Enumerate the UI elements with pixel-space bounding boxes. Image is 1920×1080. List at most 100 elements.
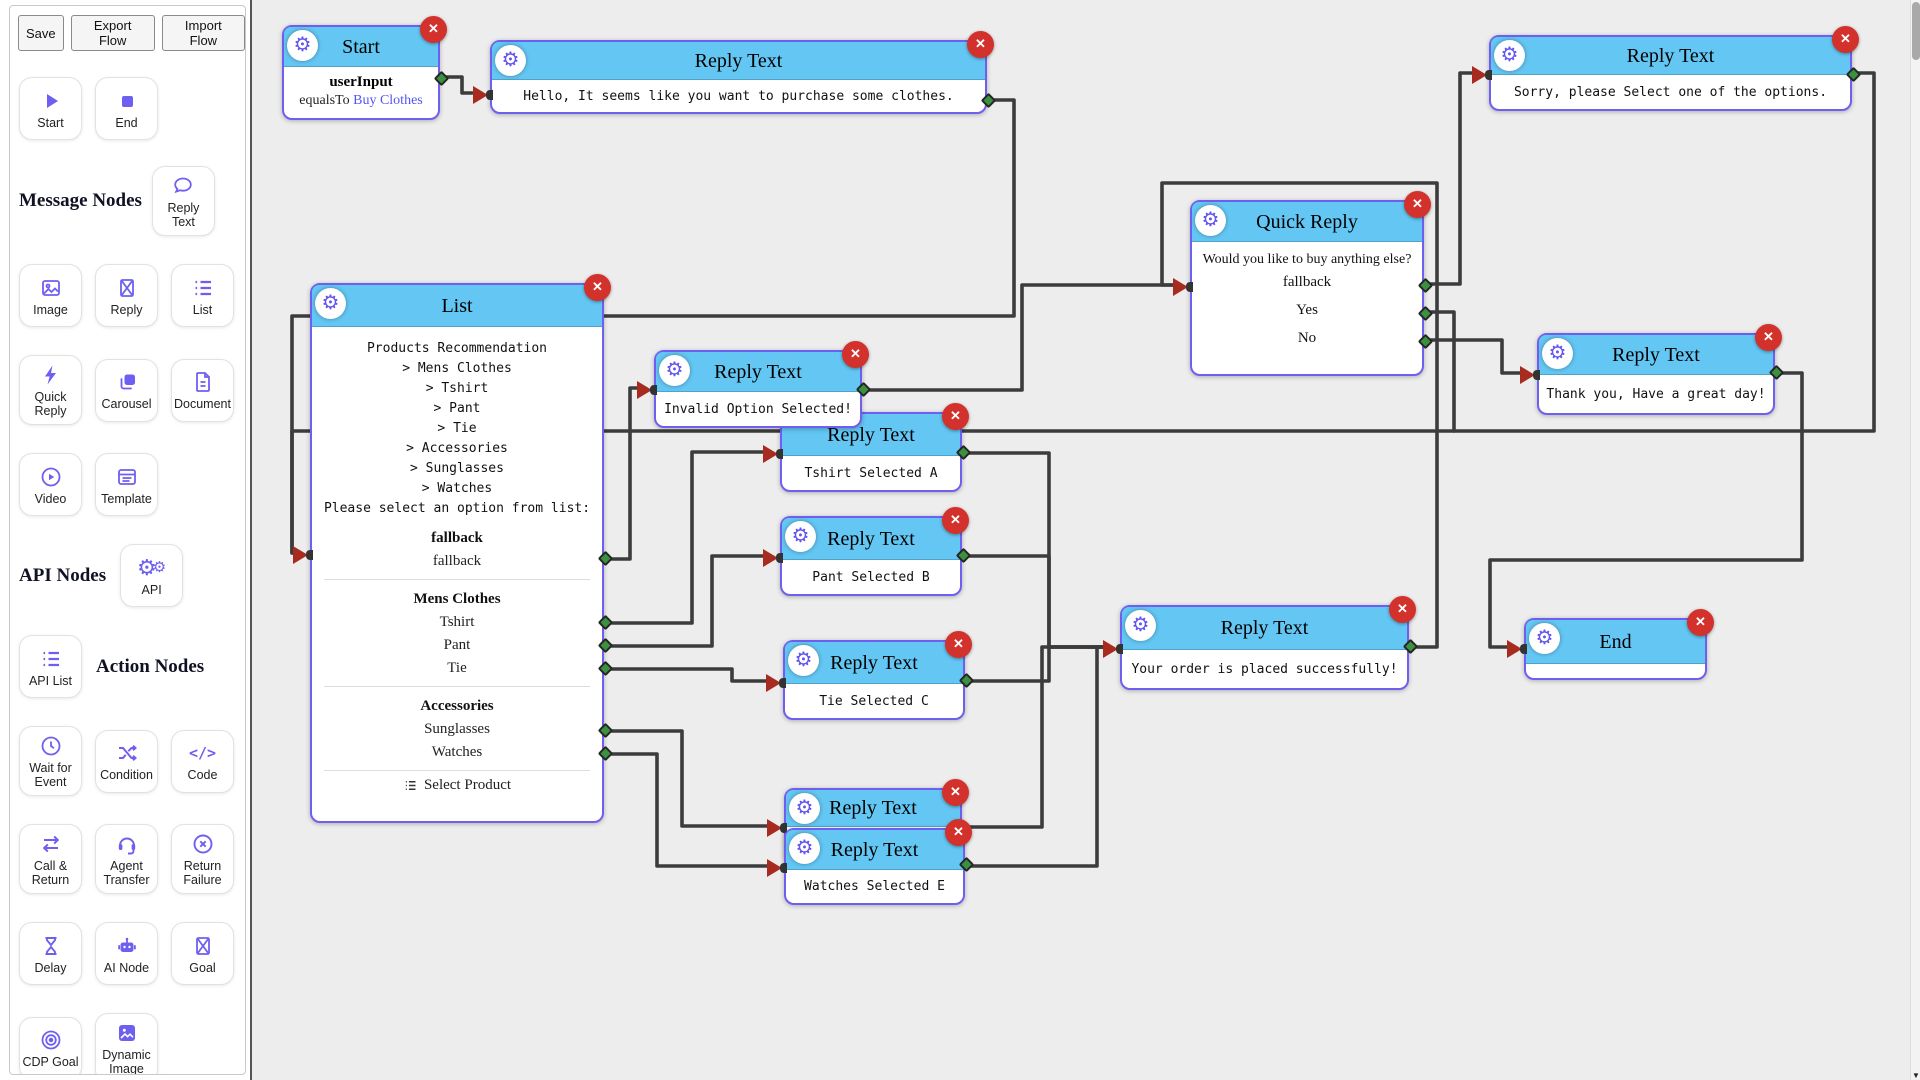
node-reply-pant[interactable]: ⚙ ✕ Reply Text Pant Selected B	[763, 507, 972, 596]
reply-text: Tshirt Selected A	[804, 465, 938, 481]
flow-canvas[interactable]: ⚙ ✕ Start userInput equalsTo Buy Clothes…	[250, 0, 1920, 1080]
close-icon[interactable]: ✕	[945, 819, 972, 846]
gear-icon[interactable]: ⚙	[1494, 40, 1525, 71]
target-handle[interactable]	[763, 549, 783, 567]
node-quick-reply[interactable]: ⚙ ✕ Quick Reply Would you like to buy an…	[1173, 191, 1434, 376]
palette-item-api[interactable]: ⚙⚙ API	[120, 544, 184, 607]
target-handle[interactable]	[763, 445, 783, 463]
gear-icon[interactable]: ⚙	[1125, 610, 1156, 641]
node-reply-sorry[interactable]: ⚙ ✕ Reply Text Sorry, please Select one …	[1472, 26, 1862, 111]
gear-glyph: ⚙	[137, 554, 157, 580]
target-handle[interactable]	[1103, 640, 1123, 658]
target-handle[interactable]	[473, 86, 493, 104]
close-icon[interactable]: ✕	[1832, 26, 1859, 53]
node-reply-sunglasses[interactable]: ⚙ ✕ Reply Text	[767, 779, 972, 864]
edge	[610, 554, 766, 648]
scrollbar-thumb[interactable]	[1912, 2, 1920, 60]
close-icon[interactable]: ✕	[1687, 609, 1714, 636]
palette-item-carousel[interactable]: Carousel	[95, 358, 158, 422]
vertical-scrollbar[interactable]: ▼	[1910, 0, 1920, 1080]
edge	[868, 283, 1176, 392]
close-icon[interactable]: ✕	[420, 16, 447, 43]
palette-item-agent-transfer[interactable]: Agent Transfer	[95, 824, 158, 894]
target-handle[interactable]	[767, 859, 787, 877]
palette-item-condition[interactable]: Condition	[95, 729, 158, 793]
import-flow-button[interactable]: Import Flow	[161, 15, 245, 51]
gear-icon[interactable]: ⚙	[789, 793, 820, 824]
close-icon[interactable]: ✕	[842, 341, 869, 368]
target-handle[interactable]	[1507, 640, 1527, 658]
export-flow-button[interactable]: Export Flow	[70, 15, 155, 51]
palette-item-return-failure[interactable]: Return Failure	[171, 824, 234, 894]
node-reply-invalid[interactable]: ⚙ ✕ Reply Text Invalid Option Selected!	[637, 341, 872, 428]
node-reply-thank-you[interactable]: ⚙ ✕ Reply Text Thank you, Have a great d…	[1520, 324, 1785, 415]
divider	[324, 770, 590, 771]
close-icon[interactable]: ✕	[1755, 324, 1782, 351]
close-icon[interactable]: ✕	[584, 274, 611, 301]
target-handle[interactable]	[293, 546, 313, 564]
palette-item-quick-reply[interactable]: Quick Reply	[19, 355, 82, 425]
target-handle[interactable]	[767, 819, 787, 837]
target-handle[interactable]	[1472, 66, 1492, 84]
palette-item-cdp-goal[interactable]: CDP Goal	[19, 1016, 82, 1074]
gear-icon[interactable]: ⚙	[287, 30, 318, 61]
target-handle[interactable]	[1173, 278, 1193, 296]
node-title: Reply Text	[1539, 335, 1773, 375]
node-reply-hello[interactable]: ⚙ ✕ Reply Text Hello, It seems like you …	[473, 31, 997, 114]
list-message-line: Products Recommendation	[366, 341, 547, 356]
list-footer[interactable]: Select Product	[312, 777, 602, 794]
palette-item-ai-node[interactable]: AI Node	[95, 922, 158, 985]
palette-item-image[interactable]: Image	[19, 264, 82, 327]
palette-item-video[interactable]: Video	[19, 453, 82, 516]
close-icon[interactable]: ✕	[1404, 191, 1431, 218]
close-icon[interactable]: ✕	[945, 631, 972, 658]
start-variable: userInput	[329, 74, 393, 90]
palette-item-api-list[interactable]: API List	[19, 635, 82, 698]
palette-item-call-return[interactable]: Call & Return	[19, 824, 82, 894]
close-icon[interactable]: ✕	[942, 779, 969, 806]
close-icon[interactable]: ✕	[942, 403, 969, 430]
gear-icon[interactable]: ⚙	[315, 288, 346, 319]
gear-icon[interactable]: ⚙	[785, 521, 816, 552]
reply-text: Hello, It seems like you want to purchas…	[523, 88, 954, 104]
action-nodes-heading: Action Nodes	[96, 655, 205, 677]
gear-icon[interactable]: ⚙	[789, 833, 820, 864]
scroll-down-icon[interactable]: ▼	[1912, 1071, 1920, 1080]
node-reply-watches[interactable]: ⚙ ✕ Reply Text Watches Selected E	[767, 819, 975, 905]
palette-item-goal[interactable]: Goal	[171, 922, 234, 985]
edge	[1488, 371, 1804, 649]
gear-icon[interactable]: ⚙	[495, 45, 526, 76]
palette-item-list[interactable]: List	[171, 264, 234, 327]
palette-item-delay[interactable]: Delay	[19, 922, 82, 985]
target-handle[interactable]	[637, 381, 657, 399]
palette-item-document[interactable]: Document	[171, 358, 234, 422]
palette-item-wait-for-event[interactable]: Wait for Event	[19, 726, 82, 796]
node-list[interactable]: ⚙ ✕ List Products Recommendation > Mens …	[293, 274, 614, 823]
condition-operator: equalsTo	[299, 93, 350, 108]
palette-item-end[interactable]: End	[95, 77, 158, 140]
gear-icon[interactable]: ⚙	[659, 355, 690, 386]
palette-item-reply-text[interactable]: Reply Text	[151, 166, 215, 236]
gear-icon[interactable]: ⚙	[788, 645, 819, 676]
gear-icon[interactable]: ⚙	[1542, 338, 1573, 369]
node-reply-order[interactable]: ⚙ ✕ Reply Text Your order is placed succ…	[1103, 596, 1419, 690]
target-handle[interactable]	[1520, 366, 1540, 384]
node-end[interactable]: ⚙ ✕ End	[1507, 609, 1714, 680]
close-icon[interactable]: ✕	[967, 31, 994, 58]
palette-item-template[interactable]: Template	[95, 453, 158, 516]
node-title: Reply Text	[1491, 37, 1850, 75]
list-section-header: Accessories	[420, 698, 494, 714]
palette-item-label: Wait for Event	[29, 761, 72, 789]
save-button[interactable]: Save	[18, 15, 64, 51]
palette-item-reply[interactable]: Reply	[95, 264, 158, 327]
gear-icon[interactable]: ⚙	[1529, 623, 1560, 654]
palette-item-start[interactable]: Start	[19, 77, 82, 140]
target-handle[interactable]	[766, 674, 786, 692]
node-start[interactable]: ⚙ ✕ Start userInput equalsTo Buy Clothes	[282, 16, 450, 120]
node-reply-tie[interactable]: ⚙ ✕ Reply Text Tie Selected C	[766, 631, 975, 720]
palette-item-dynamic-image[interactable]: Dynamic Image	[95, 1013, 158, 1074]
close-icon[interactable]: ✕	[942, 507, 969, 534]
gear-icon[interactable]: ⚙	[1195, 205, 1226, 236]
palette-item-code[interactable]: </> Code	[171, 729, 234, 793]
close-icon[interactable]: ✕	[1389, 596, 1416, 623]
